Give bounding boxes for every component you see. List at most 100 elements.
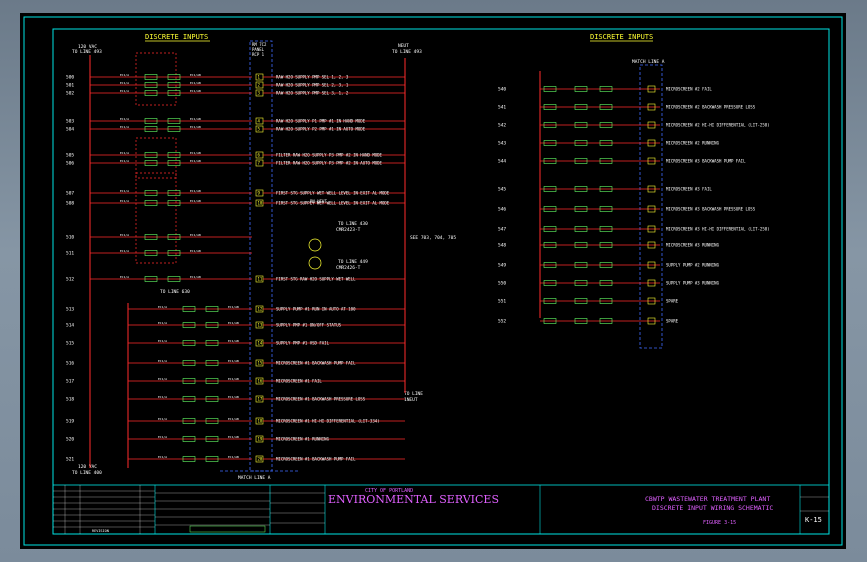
terminal-block: [599, 280, 613, 286]
line-number: 508: [66, 201, 74, 207]
line-number: 511: [66, 251, 74, 257]
terminal-block: [167, 160, 181, 166]
terminal-block: [543, 242, 557, 248]
wire-tag: EC1/A: [158, 305, 167, 309]
rung-description: MICROSCREEN #2 RUNNING: [666, 141, 720, 146]
rung-description: SPARE: [666, 319, 679, 324]
wire-tag: EC1/AB: [228, 377, 239, 381]
rung-description: FILTER RAW H2O SUPPLY P3 PMP #2 IN AUTO …: [276, 161, 383, 166]
wire-tag: EC1/AB: [190, 159, 201, 163]
wire-tag: EC1/AB: [190, 73, 201, 77]
agency-name: ENVIRONMENTAL SERVICES: [328, 493, 499, 506]
terminal-block: [144, 276, 158, 282]
rung-description: SUPPLY PUMP #2 RUNNING: [666, 263, 720, 268]
terminal-block: [144, 160, 158, 166]
terminal-number: 4: [258, 119, 261, 124]
terminal-block: [167, 276, 181, 282]
terminal-block: [599, 262, 613, 268]
line-number: 503: [66, 119, 74, 125]
note-cmr2426: CMR2426-T: [336, 265, 361, 271]
note-to-line-430: TO LINE 430: [338, 221, 368, 227]
terminal-block: [599, 86, 613, 92]
terminal-block: [574, 122, 588, 128]
line-number: 516: [66, 361, 74, 367]
figure-number: FIGURE 3-15: [703, 520, 736, 526]
rung-description: RAW H2O SUPPLY PMP SEL 2, 3, 1: [276, 83, 349, 88]
line-number: 548: [498, 243, 506, 249]
terminal-block: [543, 104, 557, 110]
line-number: 501: [66, 83, 74, 89]
line-number: 542: [498, 123, 506, 129]
terminal-block: [167, 250, 181, 256]
terminal-number: 5: [258, 127, 261, 132]
line-number: 520: [66, 437, 74, 443]
terminal-number-box: [647, 297, 656, 305]
wire-tag: EC1/AB: [228, 339, 239, 343]
terminal-number: 14: [258, 341, 263, 346]
terminal-block: [599, 158, 613, 164]
line-number: 546: [498, 207, 506, 213]
sheet-number: K-15: [805, 516, 822, 524]
terminal-block: [599, 226, 613, 232]
terminal-number-box: [647, 205, 656, 213]
line-number: 518: [66, 397, 74, 403]
wire-tag: EC1/AB: [228, 305, 239, 309]
line-number: 513: [66, 307, 74, 313]
rung-description: MICROSCREEN #3 FAIL: [666, 187, 712, 192]
line-number: 506: [66, 161, 74, 167]
terminal-block: [167, 118, 181, 124]
terminal-number: 16: [258, 379, 263, 384]
terminal-number: 9: [258, 191, 261, 196]
rung-description: MICROSCREEN #1 FAIL: [276, 379, 322, 384]
terminal-number: 11: [258, 277, 263, 282]
terminal-block: [543, 262, 557, 268]
terminal-number: 12: [258, 307, 263, 312]
terminal-block: [543, 226, 557, 232]
terminal-block: [574, 206, 588, 212]
wire-tag: EC1/A: [158, 339, 167, 343]
rung-description: SUPPLY PUMP #3 RUNNING: [666, 281, 720, 286]
terminal-block: [144, 90, 158, 96]
terminal-block: [182, 360, 196, 366]
rung-description: RAW H2O SUPPLY P2 PMP #1 IN AUTO MODE: [276, 127, 366, 132]
terminal-number-box: [647, 261, 656, 269]
terminal-block: [574, 104, 588, 110]
terminal-number: 2: [258, 83, 261, 88]
terminal-block: [543, 122, 557, 128]
terminal-block: [599, 298, 613, 304]
terminal-block: [543, 206, 557, 212]
terminal-block: [543, 158, 557, 164]
wire-tag: EC1/A: [120, 89, 129, 93]
line-number: 551: [498, 299, 506, 305]
left-heading: DISCRETE INPUTS: [145, 33, 208, 41]
terminal-number-box: [647, 185, 656, 193]
line-number: 521: [66, 457, 74, 463]
note-rn-neut: RN-NEUT: [310, 199, 327, 204]
source-bottom-1: 120 VAC: [78, 464, 97, 470]
line-number: 543: [498, 141, 506, 147]
terminal-block: [167, 82, 181, 88]
note-to-line-449: TO LINE 449: [338, 259, 368, 265]
wire-tag: EC1/A: [120, 151, 129, 155]
wire-tag: EC1/AB: [190, 233, 201, 237]
wire-tag: EC1/A: [120, 81, 129, 85]
terminal-block: [182, 418, 196, 424]
relay-box-1: [135, 52, 177, 106]
wire-tag: EC1/AB: [190, 89, 201, 93]
terminal-number-box: [647, 121, 656, 129]
match-line-left-label: MATCH LINE A: [238, 475, 271, 481]
terminal-number-box: [647, 225, 656, 233]
wire-tag: EC1/A: [120, 275, 129, 279]
wire-tag: EC1/A: [120, 249, 129, 253]
terminal-block: [205, 322, 219, 328]
line-number: 552: [498, 319, 506, 325]
wire-tag: EC1/A: [158, 435, 167, 439]
rung-description: MICROSCREEN #2 HI-HI DIFFERENTIAL (LIT-2…: [666, 123, 770, 128]
terminal-block: [599, 122, 613, 128]
rung-description: RAW H2O SUPPLY PMP SEL 3, 1, 2: [276, 91, 349, 96]
wire-tag: EC1/A: [120, 233, 129, 237]
terminal-block: [167, 90, 181, 96]
line-number: 504: [66, 127, 74, 133]
terminal-block: [543, 318, 557, 324]
line-number: 514: [66, 323, 74, 329]
